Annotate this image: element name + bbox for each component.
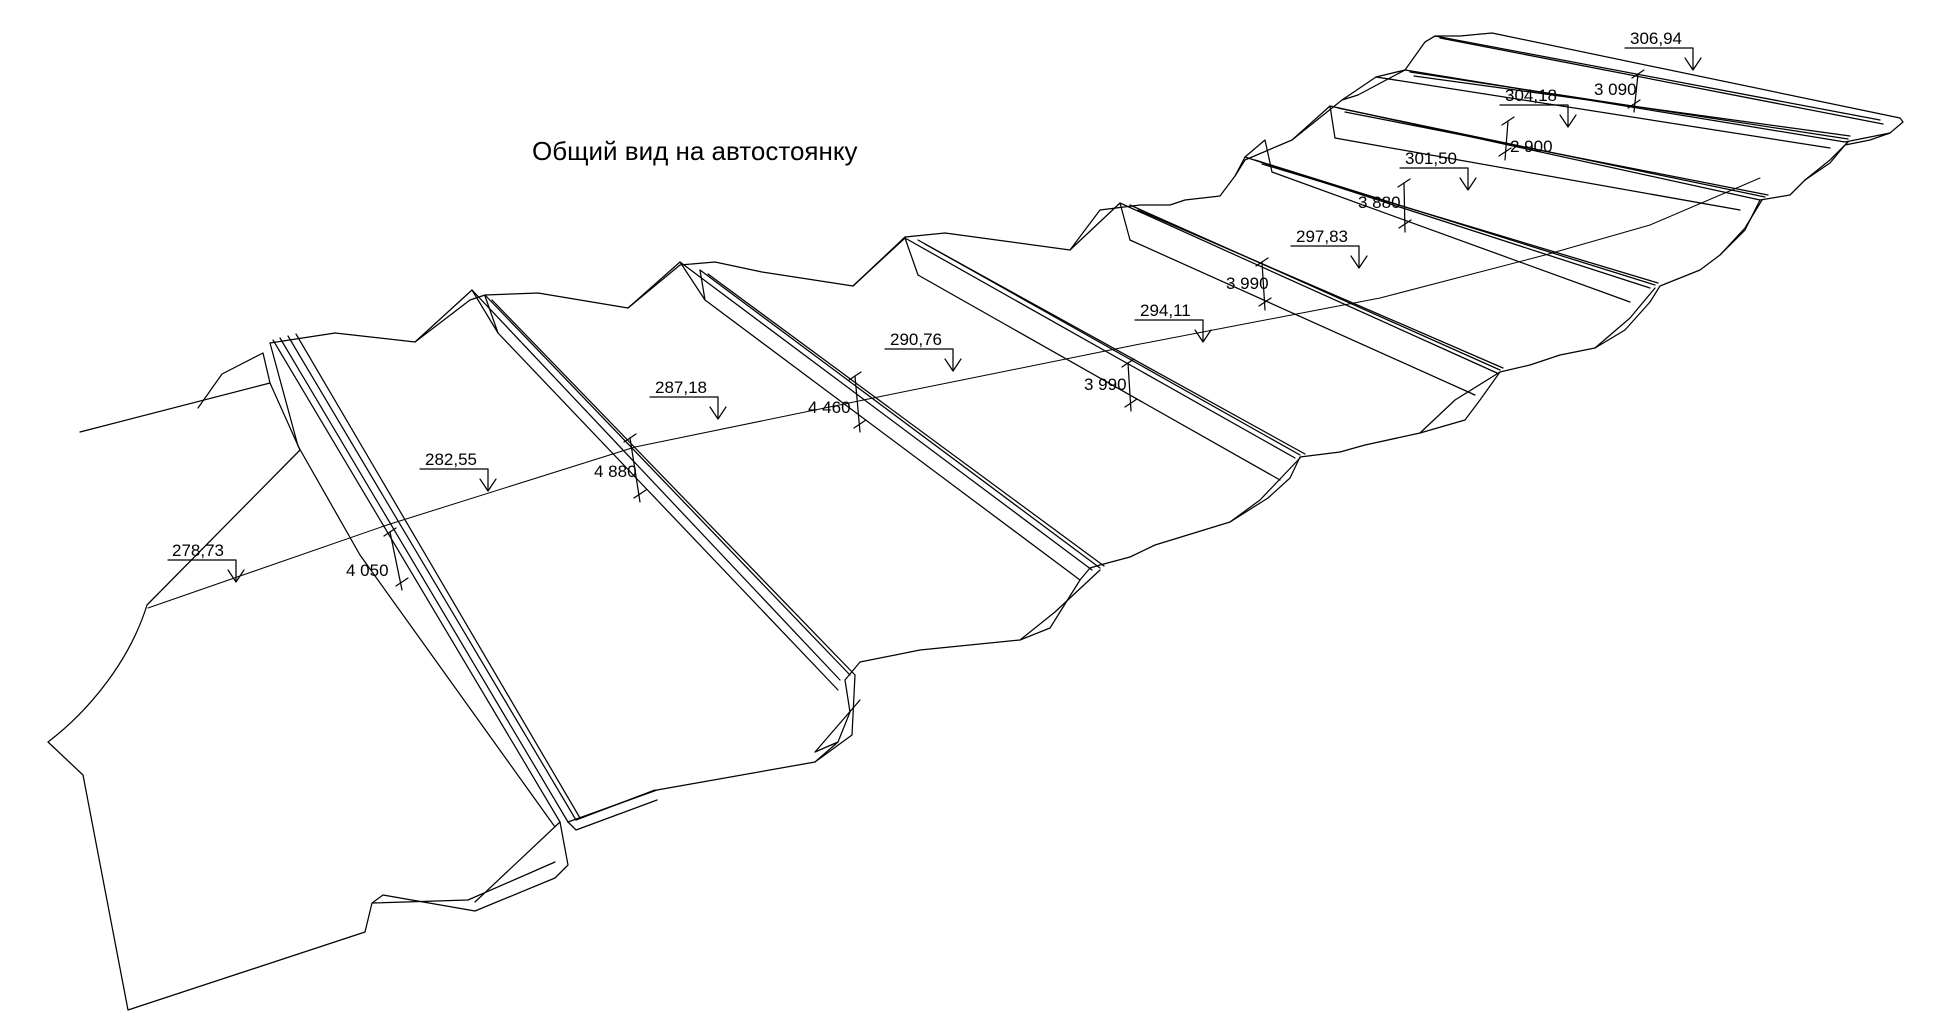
front-wedge-2b <box>814 699 861 753</box>
terrace-outlines <box>47 32 1904 1011</box>
drawing-title: Общий вид на автостоянку <box>532 136 858 166</box>
level-label-6: 297,83 <box>1296 227 1348 246</box>
wedge-6-top <box>1234 139 1273 177</box>
retaining-wall-3 <box>679 261 1105 581</box>
dimension-label-4: 3 990 <box>1084 375 1127 394</box>
wedge-4-top <box>852 237 919 287</box>
dimension-2: 4 880 <box>594 433 647 503</box>
front-bottom-profile <box>567 132 1891 823</box>
level-marker-4: 290,76 <box>884 330 962 372</box>
dimension-5: 3 990 <box>1226 257 1272 311</box>
level-label-8: 304,18 <box>1505 86 1557 105</box>
level-marker-2: 282,55 <box>419 450 497 492</box>
dimension-label-5: 3 990 <box>1226 274 1269 293</box>
level-marker-8: 304,18 <box>1499 86 1577 128</box>
dimension-label-6: 3 880 <box>1358 193 1401 212</box>
retaining-wall-7 <box>1329 105 1769 211</box>
dimension-3: 4 460 <box>808 371 867 433</box>
front-wedge-2 <box>814 674 856 763</box>
height-dimensions: 4 050 4 880 4 460 3 990 3 990 <box>346 69 1645 591</box>
dimension-label-1: 4 050 <box>346 561 389 580</box>
wedge-3-top <box>627 261 706 309</box>
retaining-wall-2 <box>471 289 856 691</box>
dimension-label-2: 4 880 <box>594 462 637 481</box>
retaining-wall-1 <box>272 333 658 831</box>
retaining-wall-6 <box>1244 156 1659 303</box>
wedge-9-top <box>1424 35 1436 43</box>
terrace-1-left-wing <box>197 352 271 409</box>
front-wedge-6 <box>1594 287 1656 349</box>
level-marker-5: 294,11 <box>1134 301 1212 343</box>
level-label-9: 306,94 <box>1630 29 1682 48</box>
terrace-1-outline <box>47 382 569 1011</box>
terrace-1-wall <box>269 342 556 828</box>
wedge-2-top <box>414 289 499 343</box>
retaining-wall-9 <box>1434 35 1884 125</box>
level-label-5: 294,11 <box>1140 301 1191 320</box>
dimension-label-8: 3 090 <box>1594 80 1637 99</box>
dimension-4: 3 990 <box>1084 358 1138 412</box>
level-marker-3: 287,18 <box>649 378 727 420</box>
level-label-2: 282,55 <box>425 450 477 469</box>
level-label-4: 290,76 <box>890 330 942 349</box>
front-wedge-3 <box>1019 569 1101 641</box>
dimension-label-3: 4 460 <box>808 398 851 417</box>
level-marker-1: 278,73 <box>167 541 245 583</box>
level-label-1: 278,73 <box>172 541 224 560</box>
level-marker-9: 306,94 <box>1624 29 1702 71</box>
level-label-7: 301,50 <box>1405 149 1457 168</box>
level-marker-7: 301,50 <box>1399 149 1477 191</box>
terrace-1-wall-top <box>269 332 336 344</box>
dimension-label-7: 2 900 <box>1510 137 1553 156</box>
front-wedge-1 <box>372 861 556 904</box>
dimension-6: 3 880 <box>1358 178 1412 233</box>
front-wedge-4 <box>1229 457 1301 523</box>
front-wedge-5 <box>1419 371 1501 434</box>
retaining-wall-5 <box>1119 202 1504 396</box>
dimension-1: 4 050 <box>346 527 409 591</box>
dimension-8: 3 090 <box>1594 69 1645 113</box>
dimension-7: 2 900 <box>1498 116 1553 161</box>
level-marker-6: 297,83 <box>1290 227 1368 269</box>
center-axis-line <box>147 177 1761 609</box>
level-label-3: 287,18 <box>655 378 707 397</box>
level-markers: 278,73 282,55 287,18 290,76 294,11 297,8… <box>167 29 1702 583</box>
front-wedge-8 <box>1804 141 1849 181</box>
front-wedge-7 <box>1719 199 1763 256</box>
